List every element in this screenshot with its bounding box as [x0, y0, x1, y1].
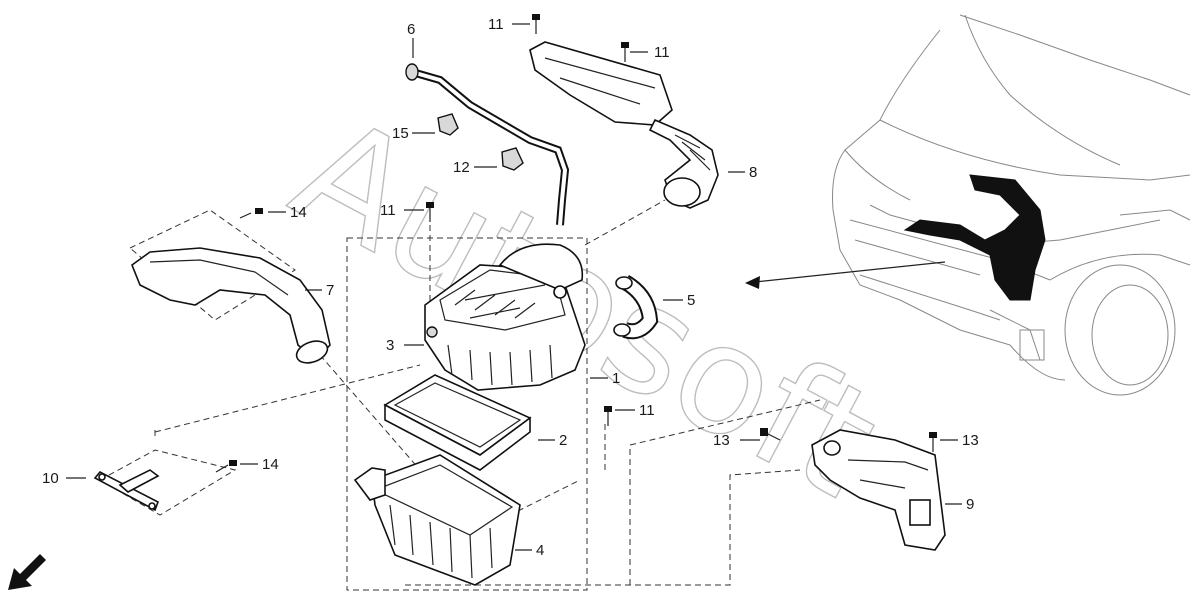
intake-highlight	[903, 174, 1046, 301]
bolt-11c	[426, 202, 434, 222]
callout-14-top: 14	[290, 204, 307, 221]
callout-6: 6	[407, 21, 415, 38]
bolt-14a	[239, 208, 263, 219]
dash-link-4	[405, 399, 821, 586]
callout-11-top-left: 11	[488, 16, 504, 33]
callout-15: 15	[392, 125, 409, 142]
bolt-11b	[621, 42, 629, 62]
callout-14-bottom: 14	[262, 456, 279, 473]
watermark: Autosoft	[268, 83, 903, 531]
air-cleaner-body	[353, 454, 521, 586]
air-duct	[131, 247, 331, 364]
front-direction-arrow	[8, 554, 46, 590]
breather-hose-end	[405, 63, 419, 81]
clamp-3	[426, 326, 438, 338]
callout-11-top-right: 11	[654, 44, 670, 61]
callout-1: 1	[612, 370, 620, 387]
callout-12: 12	[453, 159, 470, 176]
air-cleaner-cover	[424, 243, 586, 391]
clip-12	[501, 147, 524, 171]
reference-arrow-head	[745, 276, 760, 289]
callout-8: 8	[749, 164, 757, 181]
bracket-10	[93, 469, 160, 512]
callout-9: 9	[966, 496, 974, 513]
bolt-13a	[760, 428, 781, 441]
reference-arrow-line	[754, 261, 946, 283]
vehicle-outline	[832, 14, 1191, 396]
callout-5: 5	[687, 292, 695, 309]
bolt-11a	[532, 14, 540, 34]
clip-15	[437, 113, 459, 136]
dash-link-1	[154, 364, 421, 433]
callout-7: 7	[326, 282, 334, 299]
bracket-9	[811, 429, 946, 551]
bolt-11d	[604, 406, 612, 426]
dash-link-2	[319, 354, 421, 471]
bracket-dashed-box	[98, 430, 237, 516]
bolt-14b	[215, 460, 237, 473]
intake-duct-upper	[529, 41, 719, 209]
resonator-hose	[613, 275, 659, 340]
callout-13-right: 13	[962, 432, 979, 449]
callout-3: 3	[386, 337, 394, 354]
callout-4: 4	[536, 542, 544, 559]
dash-link-3	[584, 199, 666, 246]
assembly-box	[346, 237, 588, 591]
callout-11-middle: 11	[380, 202, 396, 219]
callout-13-left: 13	[713, 432, 730, 449]
callout-11-lower: 11	[639, 402, 655, 419]
callout-10: 10	[42, 470, 59, 487]
air-filter-element	[383, 374, 532, 471]
bolt-13b	[929, 432, 937, 452]
callout-2: 2	[559, 432, 567, 449]
